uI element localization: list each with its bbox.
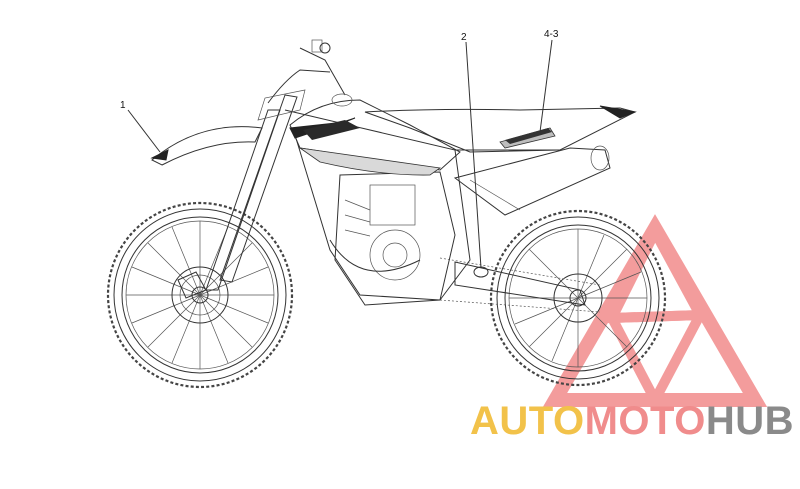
callout-1: 1 xyxy=(120,100,161,153)
handlebar xyxy=(267,39,346,104)
rear-wheel xyxy=(489,209,667,387)
swingarm-decal-marker xyxy=(473,266,489,278)
front-spokes xyxy=(126,221,274,369)
front-fork xyxy=(205,89,306,291)
front-fender xyxy=(150,126,263,166)
exhaust xyxy=(329,145,611,272)
callout-label-1: 1 xyxy=(120,100,126,111)
callout-label-4-3: 4-3 xyxy=(544,29,559,40)
rear-spokes xyxy=(509,229,647,367)
rear-sprocket xyxy=(553,273,603,323)
watermark-part2: MOTO xyxy=(585,399,706,443)
fuel-tank xyxy=(289,93,461,176)
front-brake-disc xyxy=(171,266,229,324)
watermark-triangle xyxy=(542,214,768,411)
front-wheel xyxy=(106,201,294,389)
svg-text:AUTOMOTOHUB: AUTOMOTOHUB xyxy=(470,399,794,443)
watermark-part1: AUTO xyxy=(470,399,585,443)
callout-4-3: 4-3 xyxy=(539,29,559,133)
callout-2: 2 xyxy=(461,32,482,269)
watermark-logo: AUTOMOTOHUB xyxy=(470,399,794,443)
callout-label-2: 2 xyxy=(461,32,467,43)
seat-tail xyxy=(364,105,637,153)
swingarm xyxy=(439,257,601,313)
engine xyxy=(334,171,456,306)
watermark-part3: HUB xyxy=(706,399,794,443)
